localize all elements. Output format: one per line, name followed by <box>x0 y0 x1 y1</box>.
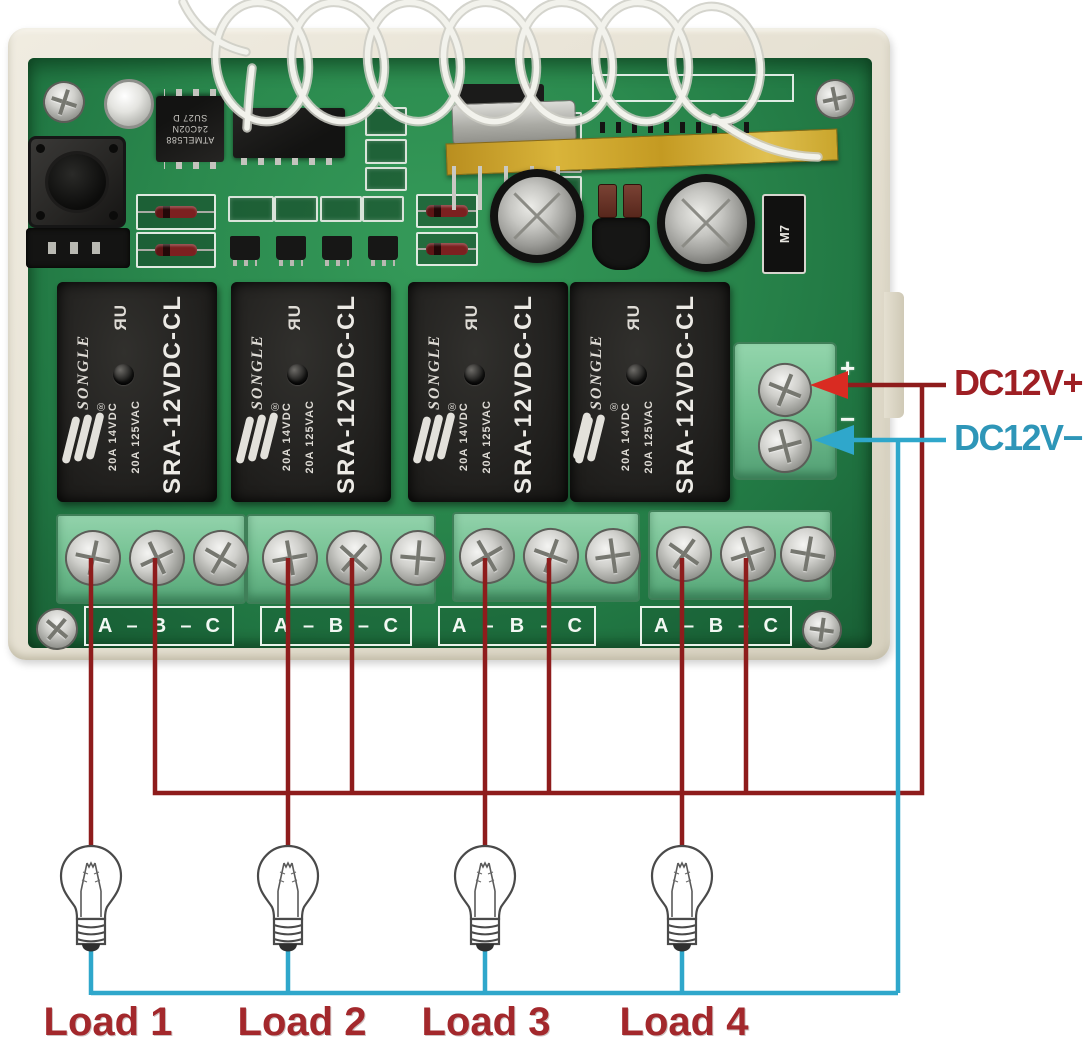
terminal-c-label: C <box>763 614 778 637</box>
relay-rating-dc: 20A 14VDC <box>281 402 293 472</box>
electrolytic-capacitor <box>657 174 755 272</box>
songle-s-logo <box>412 406 458 470</box>
relay-rating-dc: 20A 14VDC <box>620 402 632 472</box>
load-1-bulb <box>59 844 123 953</box>
load-3-bulb <box>453 844 517 953</box>
relay-rating-dc: 20A 14VDC <box>458 402 470 472</box>
terminal-separator: – <box>540 614 552 637</box>
terminal-separator: – <box>482 614 494 637</box>
resistor <box>365 167 407 191</box>
eeprom-text-line: 24C02N <box>171 124 209 135</box>
driver-transistor <box>368 236 398 266</box>
relay-2: SONGLE ® ЯU 20A 14VDC 20A 125VAC SRA-12V… <box>231 282 391 502</box>
smd-diode-label: M7 <box>776 224 792 244</box>
load-1-label: Load 1 <box>43 1000 173 1043</box>
ul-logo: ЯU <box>462 304 481 331</box>
relay-brand: SONGLE <box>249 334 266 411</box>
terminal-separator: – <box>303 614 315 637</box>
silkscreen-outline <box>592 74 794 102</box>
relay-brand: SONGLE <box>75 334 92 411</box>
relay-model: SRA-12VDC-CL <box>159 294 186 495</box>
terminal-c-label: C <box>383 614 398 637</box>
button-plunger <box>48 154 106 210</box>
terminal-b-label: B <box>151 614 167 637</box>
terminal-b-label: B <box>708 614 724 637</box>
learning-button <box>28 136 126 228</box>
relay-model: SRA-12VDC-CL <box>510 294 537 495</box>
relay-1: SONGLE ® ЯU 20A 14VDC 20A 125VAC SRA-12V… <box>57 282 217 502</box>
pcb-minus-mark: − <box>840 404 856 434</box>
terminal-a-label: A <box>274 614 289 637</box>
mounting-plate-tab <box>884 292 904 418</box>
relay-dimple <box>464 364 485 385</box>
diode <box>136 232 216 268</box>
terminal-separator: – <box>180 614 192 637</box>
eeprom-chip: ATMEL588 24C02N SU27 D <box>156 96 224 162</box>
ul-logo: ЯU <box>285 304 304 331</box>
terminal-separator: – <box>683 614 695 637</box>
relay-rating-ac: 20A 125VAC <box>130 400 142 474</box>
relay-rating-ac: 20A 125VAC <box>304 400 316 474</box>
resistor <box>365 139 407 164</box>
dc-positive-label: DC12V+ <box>954 362 1084 403</box>
jumper-header <box>26 228 130 268</box>
resistor <box>365 107 407 136</box>
terminal-separator: – <box>357 614 369 637</box>
terminal-labels-group-4: A – B – C <box>640 606 792 646</box>
relay-4: SONGLE ® ЯU 20A 14VDC 20A 125VAC SRA-12V… <box>570 282 730 502</box>
relay-rating-dc: 20A 14VDC <box>107 402 119 472</box>
terminal-a-label: A <box>654 614 669 637</box>
terminal-labels-group-3: A – B – C <box>438 606 596 646</box>
terminal-b-label: B <box>509 614 525 637</box>
songle-s-logo <box>572 406 620 470</box>
relay-dimple <box>113 364 134 385</box>
relay-brand: SONGLE <box>588 334 605 411</box>
pcb-plus-mark: + <box>840 353 856 383</box>
driver-transistor <box>276 236 306 266</box>
diode <box>416 232 478 266</box>
terminal-b-label: B <box>328 614 344 637</box>
resistor <box>228 196 274 222</box>
driver-transistor <box>322 236 352 266</box>
relay-model: SRA-12VDC-CL <box>672 294 699 495</box>
terminal-a-label: A <box>98 614 113 637</box>
relay-model: SRA-12VDC-CL <box>333 294 360 495</box>
relay-dimple <box>287 364 308 385</box>
ul-logo: ЯU <box>111 304 130 331</box>
relay-rating-ac: 20A 125VAC <box>481 400 493 474</box>
resistor <box>362 196 404 222</box>
load-2-bulb <box>256 844 320 953</box>
terminal-c-label: C <box>567 614 582 637</box>
terminal-labels-group-1: A – B – C <box>84 606 234 646</box>
load-3-label: Load 3 <box>421 1000 551 1043</box>
dc-negative-label: DC12V− <box>954 417 1084 458</box>
driver-transistor <box>230 236 260 266</box>
terminal-separator: – <box>126 614 138 637</box>
load-2-label: Load 2 <box>237 1000 367 1043</box>
relay-brand: SONGLE <box>426 334 443 411</box>
indicator-led <box>104 79 154 129</box>
terminal-separator: – <box>737 614 749 637</box>
rf-module-pins <box>600 122 760 133</box>
terminal-labels-group-2: A – B – C <box>260 606 412 646</box>
relay-3: SONGLE ® ЯU 20A 14VDC 20A 125VAC SRA-12V… <box>408 282 568 502</box>
load-4-bulb <box>650 844 714 953</box>
decoder-chip <box>233 108 345 165</box>
relay-dimple <box>626 364 647 385</box>
diode <box>136 194 216 230</box>
load-4-label: Load 4 <box>619 1000 749 1043</box>
electrolytic-capacitor <box>490 169 584 263</box>
relay-rating-ac: 20A 125VAC <box>643 400 655 474</box>
resistor <box>274 196 318 222</box>
songle-s-logo <box>235 406 281 470</box>
terminal-c-label: C <box>205 614 220 637</box>
smd-diode: M7 <box>762 194 806 274</box>
resistor <box>320 196 362 222</box>
eeprom-text-line: ATMEL588 <box>165 135 215 146</box>
inductor-component <box>592 178 652 274</box>
ul-logo: ЯU <box>624 304 643 331</box>
terminal-a-label: A <box>452 614 467 637</box>
eeprom-text-line: SU27 D <box>172 113 208 124</box>
songle-s-logo <box>61 406 107 470</box>
